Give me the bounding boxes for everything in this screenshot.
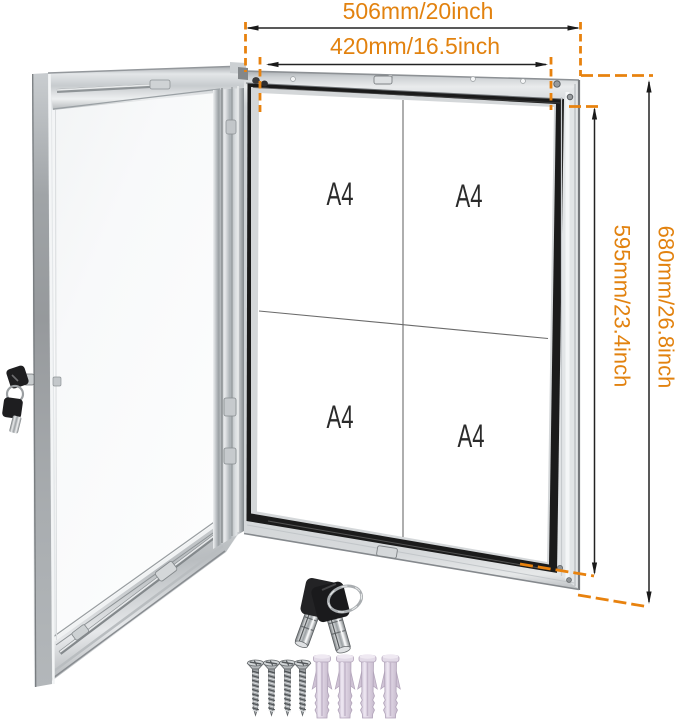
svg-text:420mm/16.5inch: 420mm/16.5inch: [330, 33, 500, 59]
svg-text:A4: A4: [456, 178, 483, 214]
svg-text:A4: A4: [327, 176, 354, 212]
svg-text:680mm/26.8inch: 680mm/26.8inch: [654, 226, 679, 389]
svg-text:506mm/20inch: 506mm/20inch: [343, 0, 494, 24]
svg-text:A4: A4: [327, 399, 354, 435]
svg-text:595mm/23.4inch: 595mm/23.4inch: [610, 225, 635, 388]
svg-text:A4: A4: [458, 418, 485, 454]
